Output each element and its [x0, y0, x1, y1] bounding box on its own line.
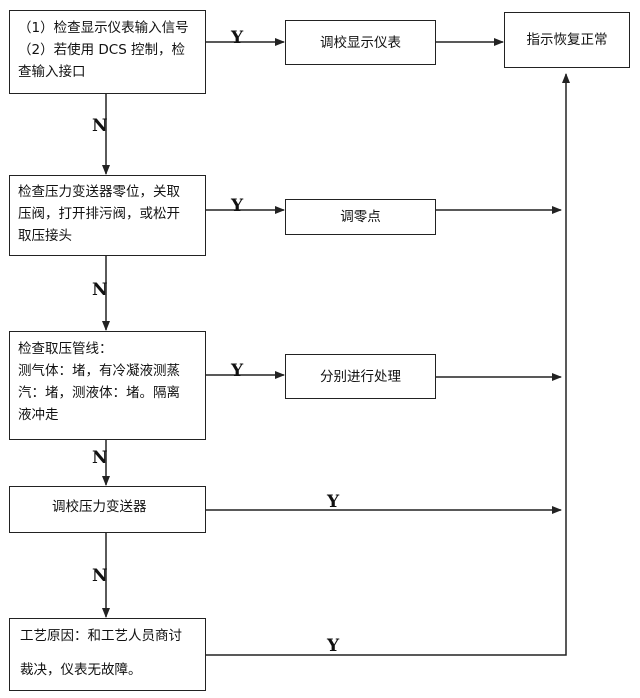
- adjust-zero-box: 调零点: [285, 199, 436, 235]
- no-label-4: N: [92, 566, 108, 586]
- box3-line-2: 测气体：堵，有冷凝液测蒸: [18, 363, 180, 379]
- handle-separately-box: 分别进行处理: [285, 354, 436, 399]
- box3-line-4: 液冲走: [18, 407, 59, 423]
- box1-line-2: （2）若使用 DCS 控制，检: [18, 42, 186, 58]
- result-text: 指示恢复正常: [526, 32, 608, 48]
- box1-line-1: （1）检查显示仪表输入信号: [18, 20, 189, 36]
- arrow-box5-to-result: [206, 73, 570, 656]
- box5-line-2: 裁决，仪表无故障。: [20, 662, 142, 678]
- yes-label-4: Y: [327, 492, 340, 512]
- yes-label-1: Y: [231, 28, 244, 48]
- process-cause-box: 工艺原因：和工艺人员商讨 裁决，仪表无故障。: [9, 618, 206, 691]
- box1-line-3: 查输入接口: [18, 64, 86, 80]
- no-label-2: N: [92, 280, 108, 300]
- box4-text: 调校压力变送器: [52, 499, 147, 515]
- calibrate-transmitter-box: 调校压力变送器: [9, 486, 206, 533]
- check-impulse-line-box: 检查取压管线： 测气体：堵，有冷凝液测蒸 汽：堵，测液体：堵。隔离 液冲走: [9, 331, 206, 440]
- box2-line-1: 检查压力变送器零位，关取: [18, 184, 180, 200]
- box3-line-3: 汽：堵，测液体：堵。隔离: [18, 385, 180, 401]
- box2-line-2: 压阀，打开排污阀，或松开: [18, 206, 180, 222]
- box5-line-1: 工艺原因：和工艺人员商讨: [20, 628, 182, 644]
- box2-line-3: 取压接头: [18, 228, 72, 244]
- check-transmitter-zero-box: 检查压力变送器零位，关取 压阀，打开排污阀，或松开 取压接头: [9, 175, 206, 256]
- check-display-input-box: （1）检查显示仪表输入信号 （2）若使用 DCS 控制，检 查输入接口: [9, 10, 206, 94]
- no-label-3: N: [92, 448, 108, 468]
- yes-label-2: Y: [231, 196, 244, 216]
- calibrate-display-box: 调校显示仪表: [285, 20, 436, 65]
- box3-line-1: 检查取压管线：: [18, 341, 113, 357]
- yes-label-3: Y: [231, 361, 244, 381]
- no-label-1: N: [92, 116, 108, 136]
- yes-label-5: Y: [327, 636, 340, 656]
- indication-restored-box: 指示恢复正常: [504, 12, 630, 68]
- action3-text: 分别进行处理: [320, 368, 401, 385]
- action1-text: 调校显示仪表: [320, 34, 401, 51]
- action2-text: 调零点: [340, 209, 381, 225]
